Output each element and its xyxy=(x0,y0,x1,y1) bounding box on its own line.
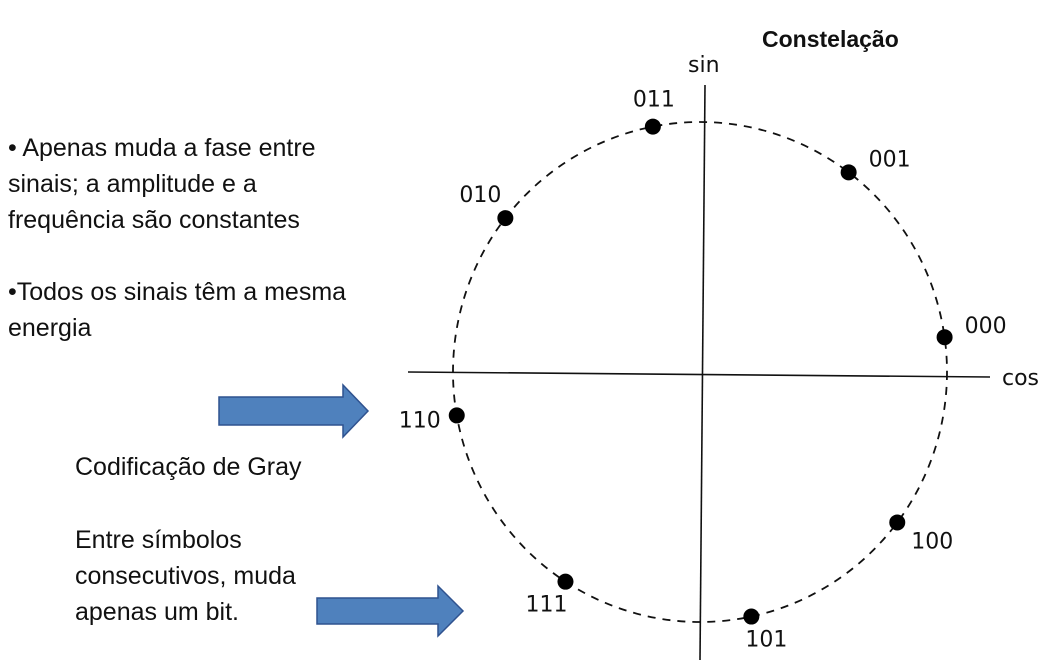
constellation-point-label: 011 xyxy=(633,88,675,113)
constellation-point xyxy=(743,608,760,625)
constellation-point-label: 110 xyxy=(399,408,441,433)
bullet-line-5: energia xyxy=(8,314,92,342)
sin-axis xyxy=(699,84,706,661)
constellation-title: Constelação xyxy=(762,26,899,52)
constellation-point-label: 111 xyxy=(525,593,567,618)
constellation-point xyxy=(644,118,661,135)
bullet-line-2: sinais; a amplitude e a xyxy=(8,170,257,198)
bullet-line-3: frequência são constantes xyxy=(8,206,300,234)
constellation-point xyxy=(889,514,906,531)
gray-desc-line-2: consecutivos, muda xyxy=(75,562,296,590)
constellation-point xyxy=(557,573,574,590)
cos-axis xyxy=(407,371,991,378)
constellation-point xyxy=(448,407,465,424)
bullet-line-1: • Apenas muda a fase entre xyxy=(8,134,316,162)
constellation-circle xyxy=(452,121,948,623)
arrow-icon xyxy=(316,584,465,638)
cos-axis-label: cos xyxy=(1002,366,1039,391)
constellation-point-label: 100 xyxy=(911,529,953,554)
gray-code-title: Codificação de Gray xyxy=(75,453,302,481)
constellation-point xyxy=(840,164,857,181)
sin-axis-label: sin xyxy=(688,53,720,78)
constellation-point-label: 000 xyxy=(965,314,1007,339)
gray-desc-line-1: Entre símbolos xyxy=(75,526,242,554)
constellation-point xyxy=(936,329,953,346)
gray-desc-line-3: apenas um bit. xyxy=(75,598,239,626)
constellation-point-label: 101 xyxy=(745,628,787,653)
arrow-icon xyxy=(218,383,370,439)
gray-code-description: Entre símbolos consecutivos, muda apenas… xyxy=(75,522,296,630)
constellation-point-label: 001 xyxy=(869,147,911,172)
constellation-point-label: 010 xyxy=(459,183,501,208)
bullet-list: • Apenas muda a fase entre sinais; a amp… xyxy=(8,130,346,346)
constellation-points: 000 001 011 010 110 111 101 100 xyxy=(399,88,1007,653)
bullet-line-4: •Todos os sinais têm a mesma xyxy=(8,278,347,306)
constellation-point xyxy=(497,210,514,227)
